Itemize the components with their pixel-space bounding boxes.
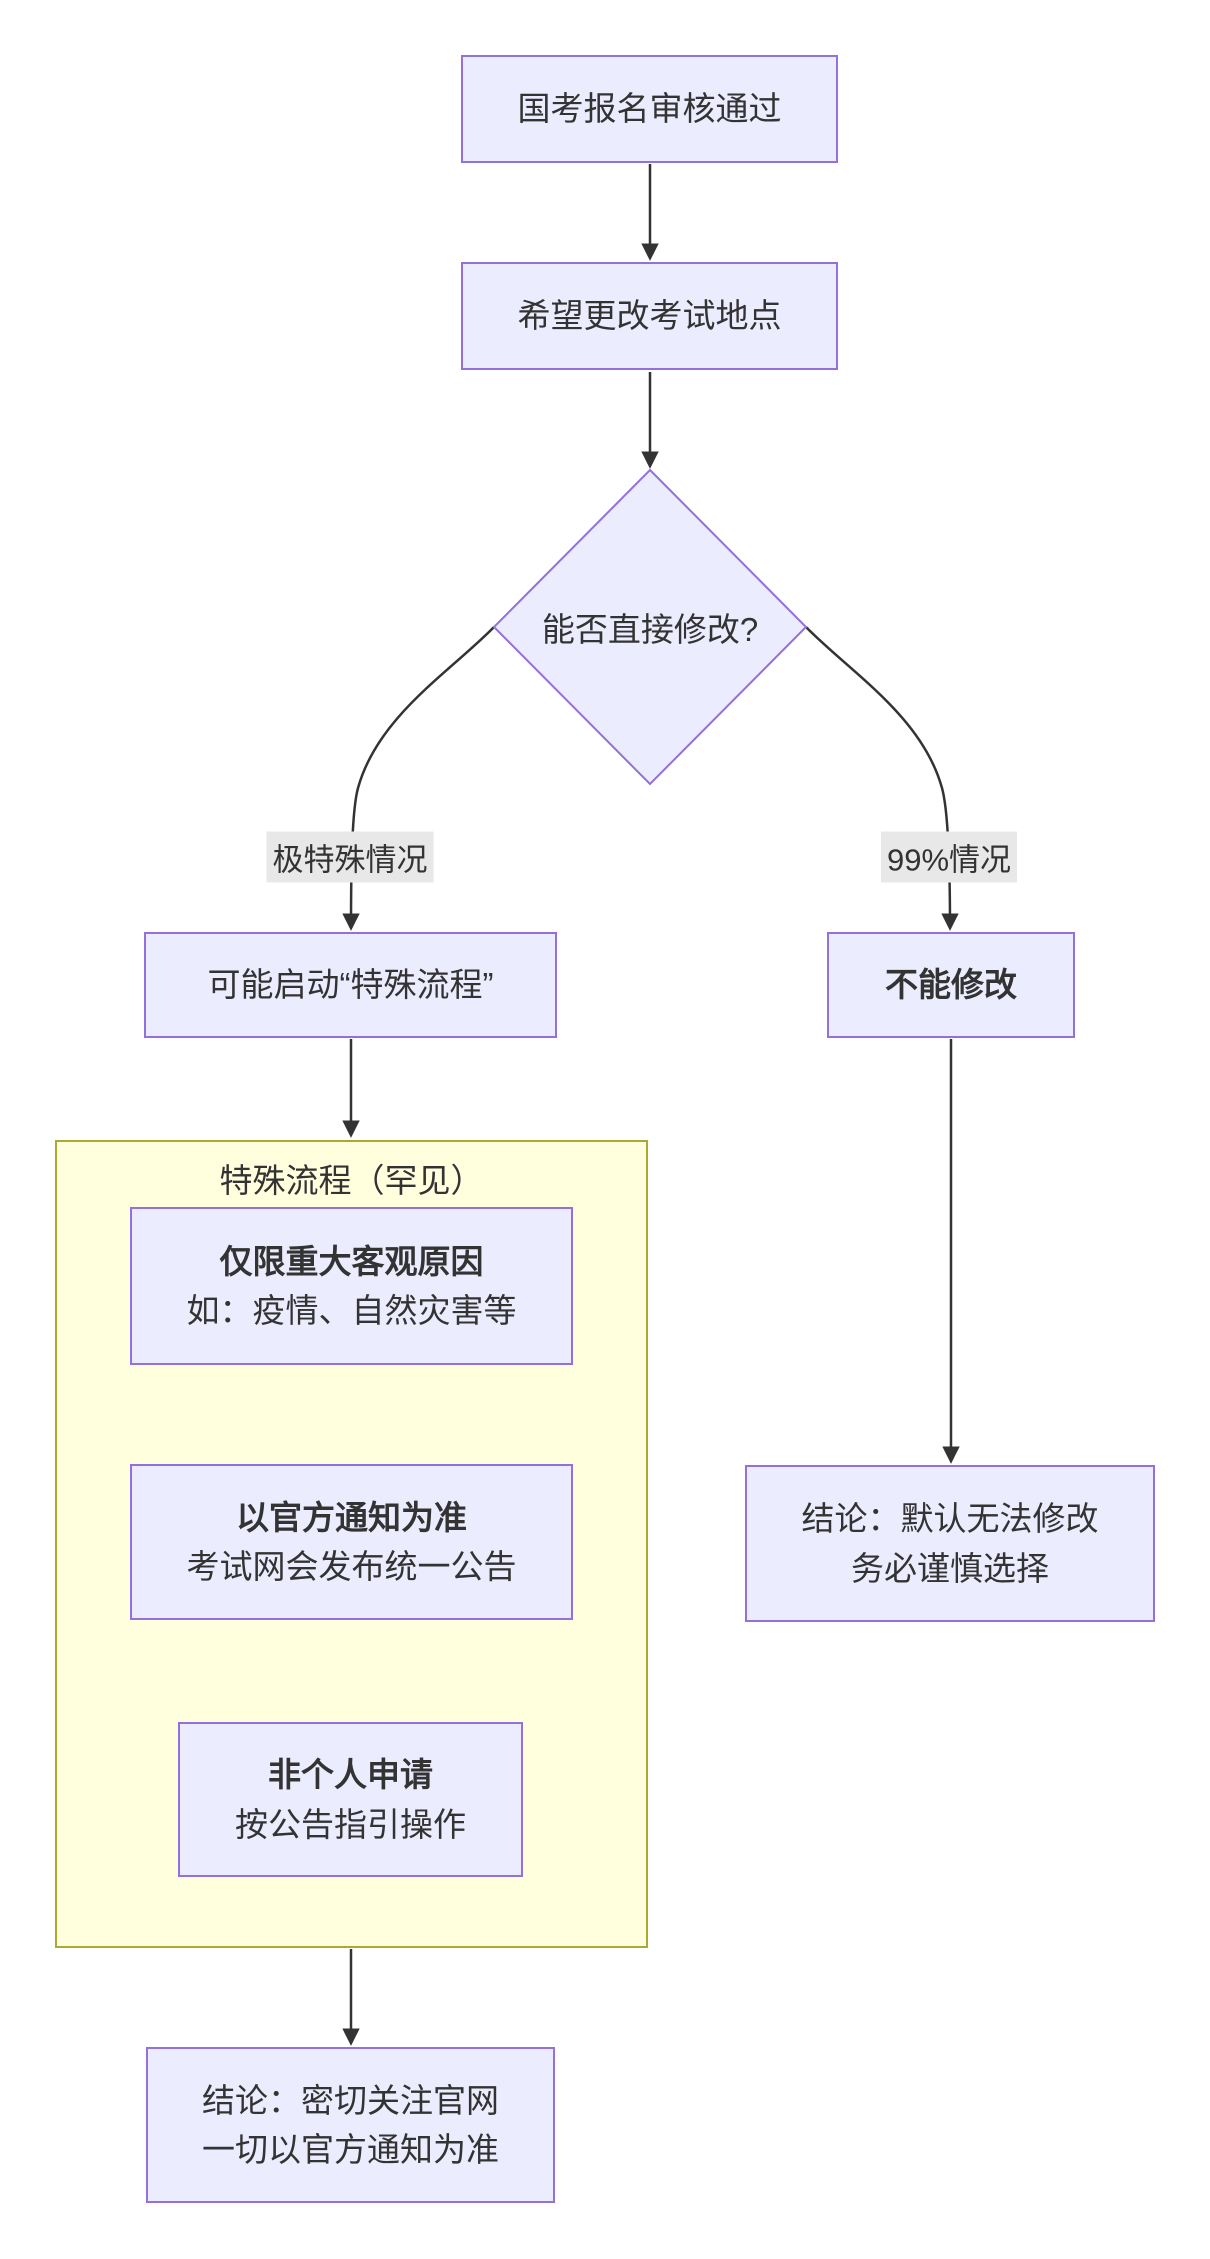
node-conclusion-bottom-line2: 一切以官方通知为准: [202, 2131, 499, 2168]
node-official-notice-desc: 考试网会发布统一公告: [186, 1548, 517, 1585]
edge-label-99-percent-text: 99%情况: [886, 842, 1012, 878]
node-special-trigger-label: 可能启动“特殊流程”: [207, 966, 494, 1004]
decision-diamond-shape: [492, 468, 808, 786]
node-conclusion-bottom-line1: 结论：密切关注官网: [202, 2081, 499, 2119]
node-reason: 仅限重大客观原因 如：疫情、自然灾害等: [130, 1207, 573, 1365]
edge-decision-to-special: [342, 626, 495, 931]
node-cannot-modify-label: 不能修改: [885, 966, 1017, 1004]
node-reason-desc: 如：疫情、自然灾害等: [186, 1292, 517, 1329]
node-conclusion-right-line1: 结论：默认无法修改: [801, 1500, 1099, 1537]
edge-decision-to-cannot: [805, 626, 959, 931]
node-special-trigger: 可能启动“特殊流程”: [144, 932, 557, 1038]
node-start: 国考报名审核通过: [461, 55, 838, 163]
node-official-notice: 以官方通知为准 考试网会发布统一公告: [130, 1464, 573, 1620]
node-cannot-modify: 不能修改: [827, 932, 1075, 1038]
node-non-personal-desc: 按公告指引操作: [235, 1805, 466, 1843]
node-wish: 希望更改考试地点: [461, 262, 838, 370]
node-conclusion-bottom: 结论：密切关注官网 一切以官方通知为准: [146, 2047, 555, 2203]
node-non-personal-title: 非个人申请: [268, 1756, 433, 1793]
node-official-notice-title: 以官方通知为准: [236, 1498, 467, 1536]
node-start-label: 国考报名审核通过: [517, 90, 782, 128]
node-reason-title: 仅限重大客观原因: [219, 1242, 484, 1280]
edge-label-99-percent: 99%情况: [880, 831, 1018, 883]
edge-label-rare-case: 极特殊情况: [266, 831, 434, 883]
node-conclusion-right: 结论：默认无法修改 务必谨慎选择: [745, 1465, 1155, 1622]
node-wish-label: 希望更改考试地点: [517, 297, 782, 335]
node-decision-label: 能否直接修改?: [541, 611, 759, 648]
node-non-personal: 非个人申请 按公告指引操作: [178, 1722, 523, 1877]
node-conclusion-right-line2: 务必谨慎选择: [851, 1549, 1049, 1587]
subgraph-title: 特殊流程（罕见）: [219, 1162, 484, 1199]
node-decision: 能否直接修改?: [542, 603, 758, 651]
edge-label-rare-case-text: 极特殊情况: [272, 842, 428, 878]
